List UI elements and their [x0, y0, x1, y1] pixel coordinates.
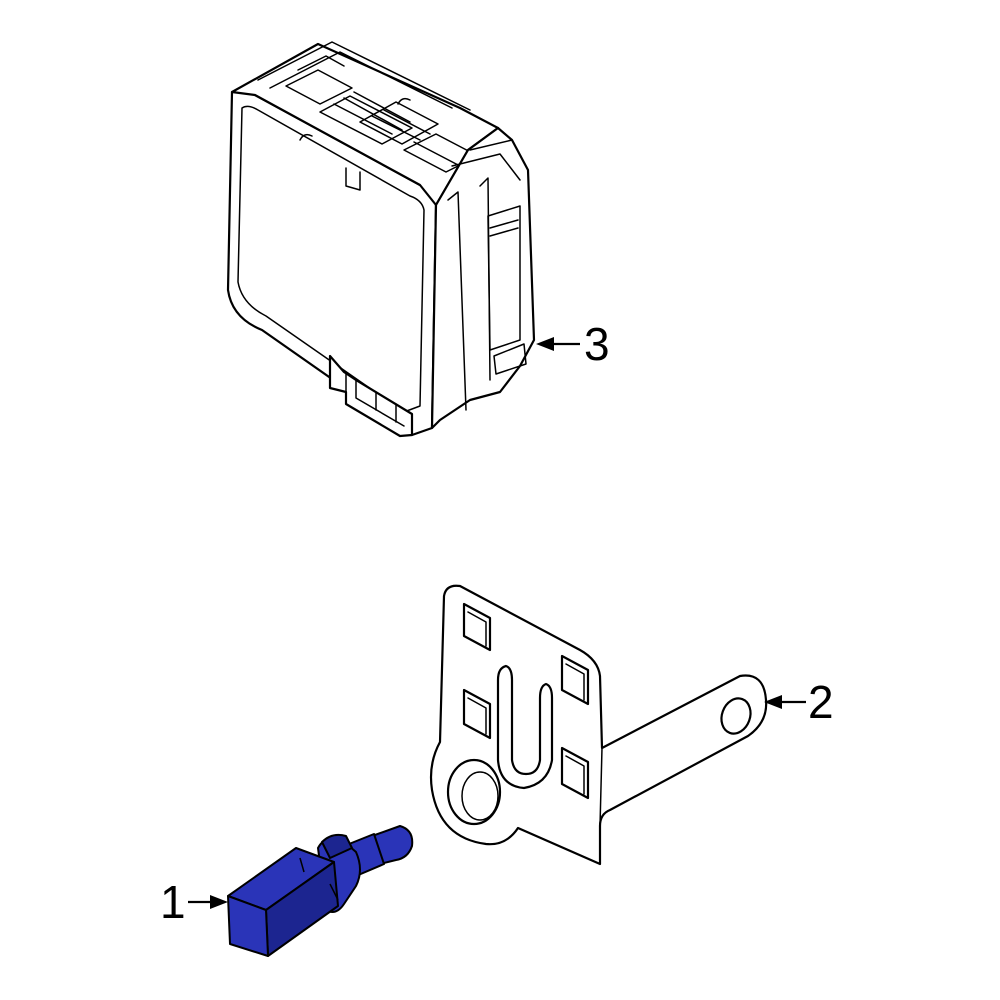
sensor-part-1[interactable] [227, 825, 414, 957]
callout-1: 1 [160, 876, 228, 928]
callout-2-number: 2 [808, 676, 834, 728]
callout-3-number: 3 [584, 318, 610, 370]
callout-3-arrowhead [536, 337, 554, 351]
callout-3: 3 [536, 318, 610, 370]
control-module-part-3[interactable] [226, 41, 536, 438]
callout-1-arrowhead [210, 895, 228, 909]
callout-1-number: 1 [160, 876, 186, 928]
mounting-bracket-part-2[interactable] [429, 584, 768, 866]
callout-2: 2 [764, 676, 834, 728]
callout-2-arrowhead [764, 695, 782, 709]
